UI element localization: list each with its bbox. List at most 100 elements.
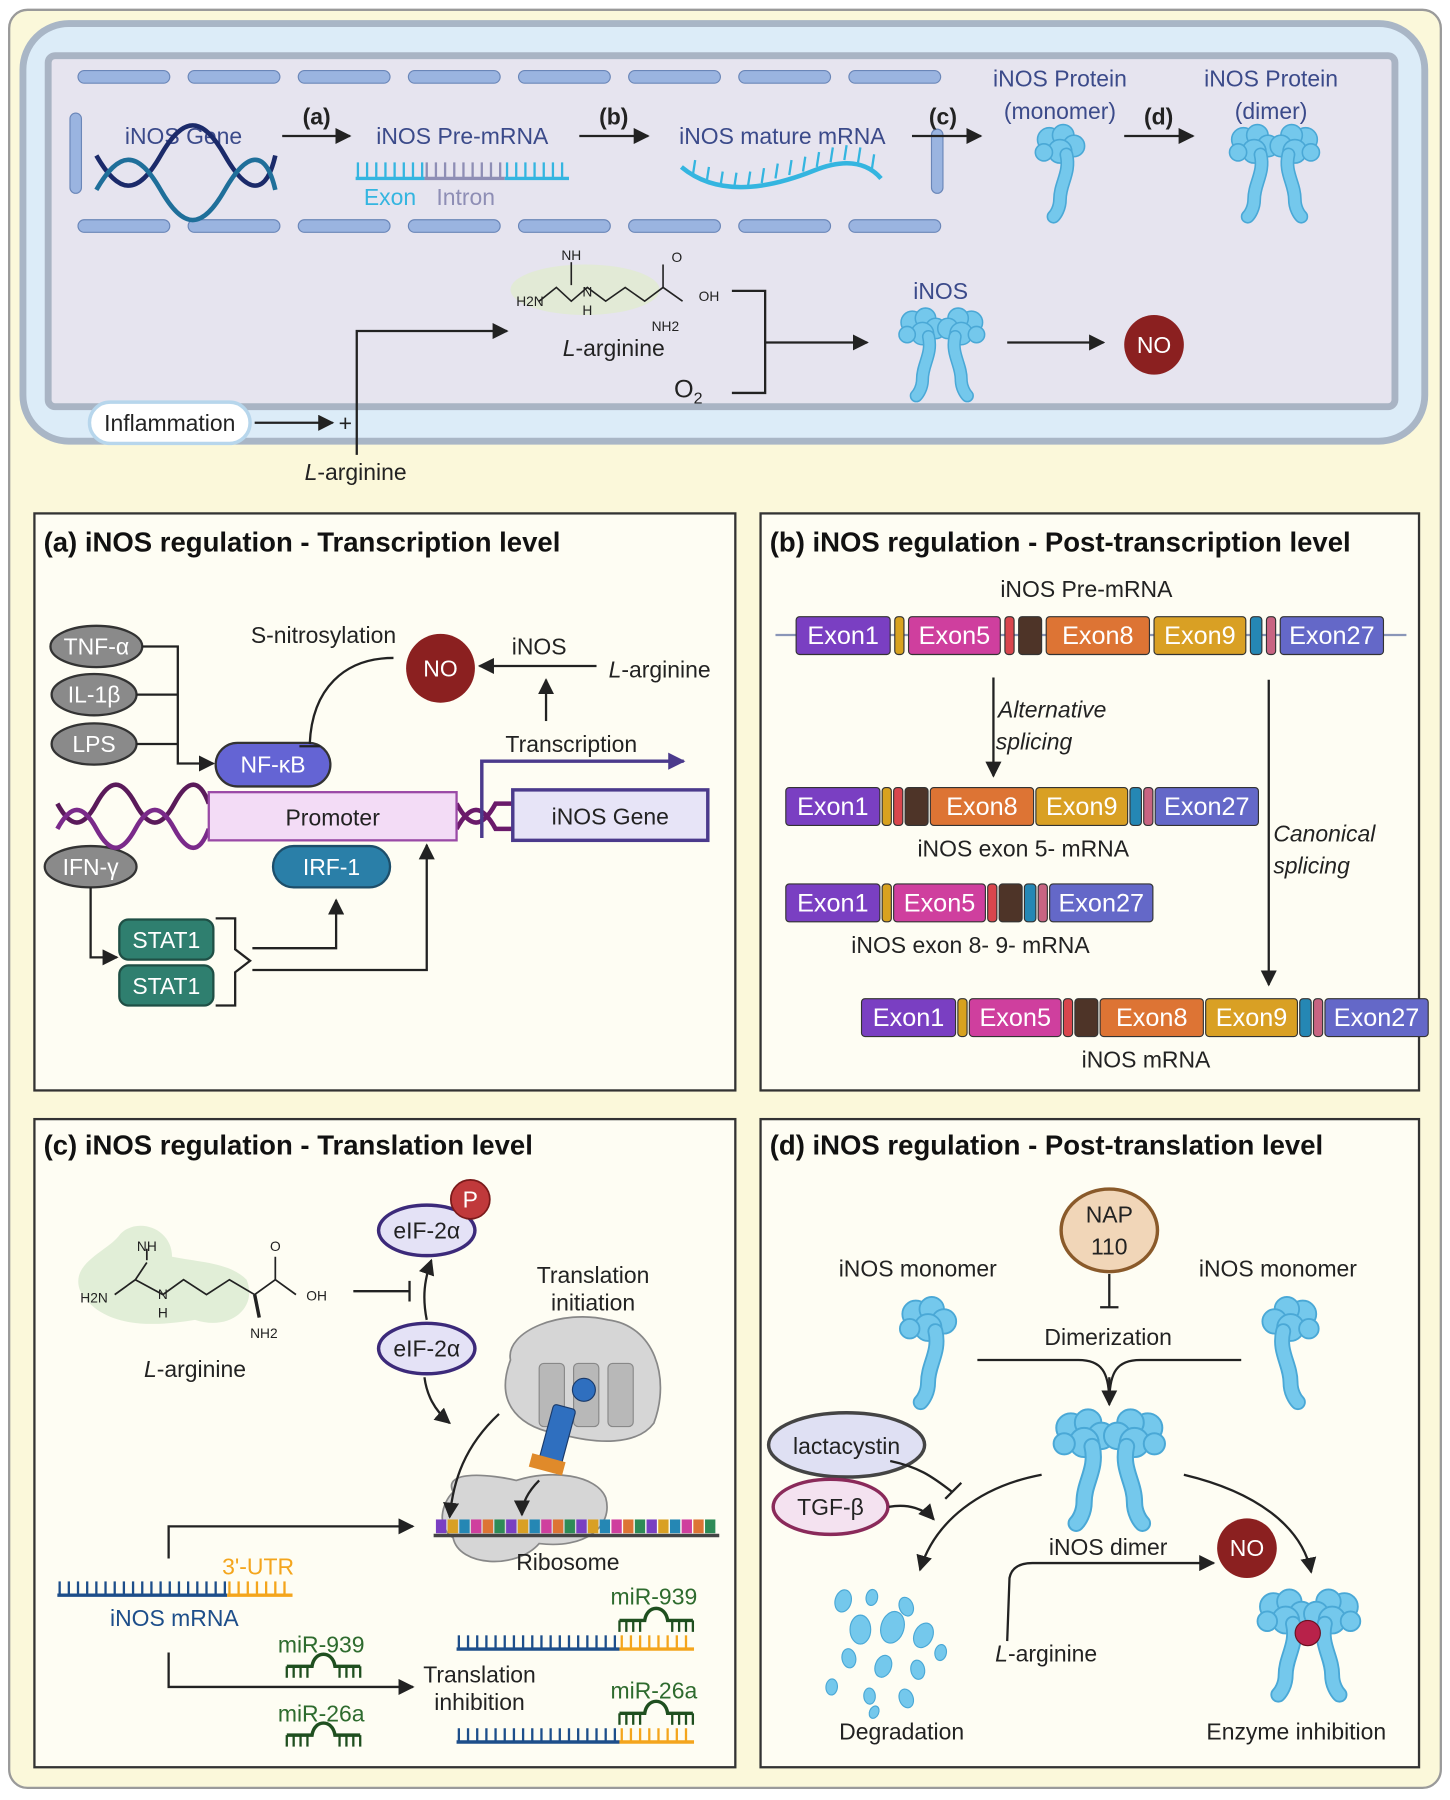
label-pre-mrna: iNOS Pre-mRNA [1000, 576, 1173, 602]
nucleotide-tick [719, 171, 724, 187]
label-ribosome: Ribosome [516, 1549, 619, 1575]
label-ifn-gamma: IFN-γ [63, 854, 120, 880]
panel-b-title: (b) iNOS regulation - Post-transcription… [770, 526, 1351, 557]
codon-tick [693, 1519, 704, 1534]
label-exon1: Exon1 [873, 1004, 945, 1032]
chem-h: H [158, 1306, 168, 1321]
label-canonical: Canonical [1273, 820, 1376, 846]
exon-exon27 [1154, 787, 1259, 827]
label-mrna-variant: iNOS exon 8- 9- mRNA [851, 932, 1090, 958]
label-exon9: Exon9 [1216, 1004, 1288, 1032]
panel-d-post-translation: (d) iNOS regulation - Post-translation l… [759, 1117, 1421, 1769]
protein-fragment [934, 1643, 948, 1662]
exon-exon1 [860, 998, 957, 1038]
label-intron: Intron [436, 184, 495, 210]
step-b-label: (b) [599, 104, 628, 130]
codon-tick [599, 1519, 611, 1534]
inhibition-dimerization [1100, 1273, 1119, 1309]
codon-tick [588, 1519, 599, 1534]
codon-tick [552, 1519, 564, 1534]
label-stat1: STAT1 [132, 973, 200, 999]
codon-tick [447, 1519, 458, 1534]
nuclear-membrane-segment [848, 219, 942, 233]
exon-band [1018, 616, 1043, 656]
nucleotide-tick [829, 147, 834, 163]
codon-tick [506, 1519, 517, 1534]
protein-fragment [849, 1614, 872, 1645]
arrow-phosphorylation [418, 1258, 435, 1321]
exon-band [881, 883, 892, 923]
label-l-arginine-external: L-arginine [305, 459, 407, 485]
nucleotide-tick [705, 166, 711, 183]
nuclear-membrane-segment [69, 112, 83, 194]
codon-tick [669, 1519, 681, 1534]
label-splicing: splicing [996, 729, 1073, 755]
label-p: P [463, 1186, 478, 1212]
label-l-arginine: L-arginine [144, 1356, 246, 1382]
nuclear-membrane-segment [187, 70, 281, 84]
tgf-beta-ellipse [771, 1477, 890, 1537]
exon-exon27 [1049, 883, 1154, 923]
arrow-ifn-to-stat1 [89, 887, 119, 966]
stat1-box [118, 964, 215, 1007]
mirna-icon [285, 1652, 362, 1678]
nucleotide-tick [815, 151, 821, 168]
codon-tick [681, 1519, 692, 1534]
exon-band [1312, 998, 1324, 1038]
label-exon8: Exon8 [1116, 1004, 1188, 1032]
label-tgf-beta: TGF-β [797, 1494, 864, 1520]
exon-band [1249, 616, 1263, 656]
codon-tick [482, 1519, 494, 1534]
nuclear-membrane-segment [407, 70, 501, 84]
exon-exon27 [1324, 998, 1429, 1038]
label-eif2a-phospho: eIF-2α [393, 1217, 460, 1243]
exon-band [1129, 787, 1142, 827]
label-exon1: Exon1 [797, 889, 869, 917]
exon-band [987, 883, 998, 923]
chem-o: O [270, 1239, 281, 1254]
label-exon5: Exon5 [904, 889, 976, 917]
exon-band [998, 883, 1023, 923]
label-exon5: Exon5 [979, 1004, 1051, 1032]
label-exon: Exon [364, 184, 416, 210]
dna-helix-icon [94, 123, 278, 223]
promoter-box [207, 791, 458, 842]
nucleus-envelope [69, 70, 944, 233]
nuclear-membrane-segment [407, 219, 501, 233]
label-tnf-alpha: TNF-α [64, 634, 130, 660]
arrow-initiation-complex [443, 1413, 500, 1519]
nap110-circle [1059, 1187, 1160, 1274]
mature-mrna-icon [679, 144, 883, 190]
exon-exon1 [785, 883, 881, 923]
chem-nh: NH [561, 248, 581, 263]
connector-lines [136, 693, 178, 746]
protein-fragment [898, 1688, 915, 1709]
label-inos-mrna: iNOS mRNA [110, 1605, 239, 1631]
nuclear-membrane-segment [297, 70, 391, 84]
nuclear-membrane-segment [628, 219, 721, 233]
label-irf1: IRF-1 [303, 854, 360, 880]
exon-band [1143, 787, 1154, 827]
nucleotide-tick [691, 159, 697, 176]
arrow-trna [513, 1479, 540, 1517]
exon-band [893, 787, 904, 827]
exon-band [1062, 998, 1074, 1038]
nuclear-membrane-segment [930, 128, 944, 194]
label-inos-dimer: iNOS dimer [1049, 1534, 1168, 1560]
nuclear-membrane-segment [517, 219, 611, 233]
exon-exon1 [795, 616, 891, 656]
degradation-fragments-icon [825, 1588, 948, 1719]
nuclear-membrane-segment [848, 70, 942, 84]
arrow-stat1-to-irf1 [252, 898, 345, 950]
exon-exon5 [893, 883, 986, 923]
label-no: NO [1137, 332, 1171, 358]
codon-tick [634, 1519, 646, 1534]
protein-fragment [868, 1705, 880, 1719]
chem-h2n: H2N [80, 1291, 108, 1306]
pre-mrna-icon [355, 162, 569, 181]
panel-d-title: (d) iNOS regulation - Post-translation l… [770, 1130, 1323, 1161]
mirna-bound-mrna-icon [456, 1606, 695, 1651]
